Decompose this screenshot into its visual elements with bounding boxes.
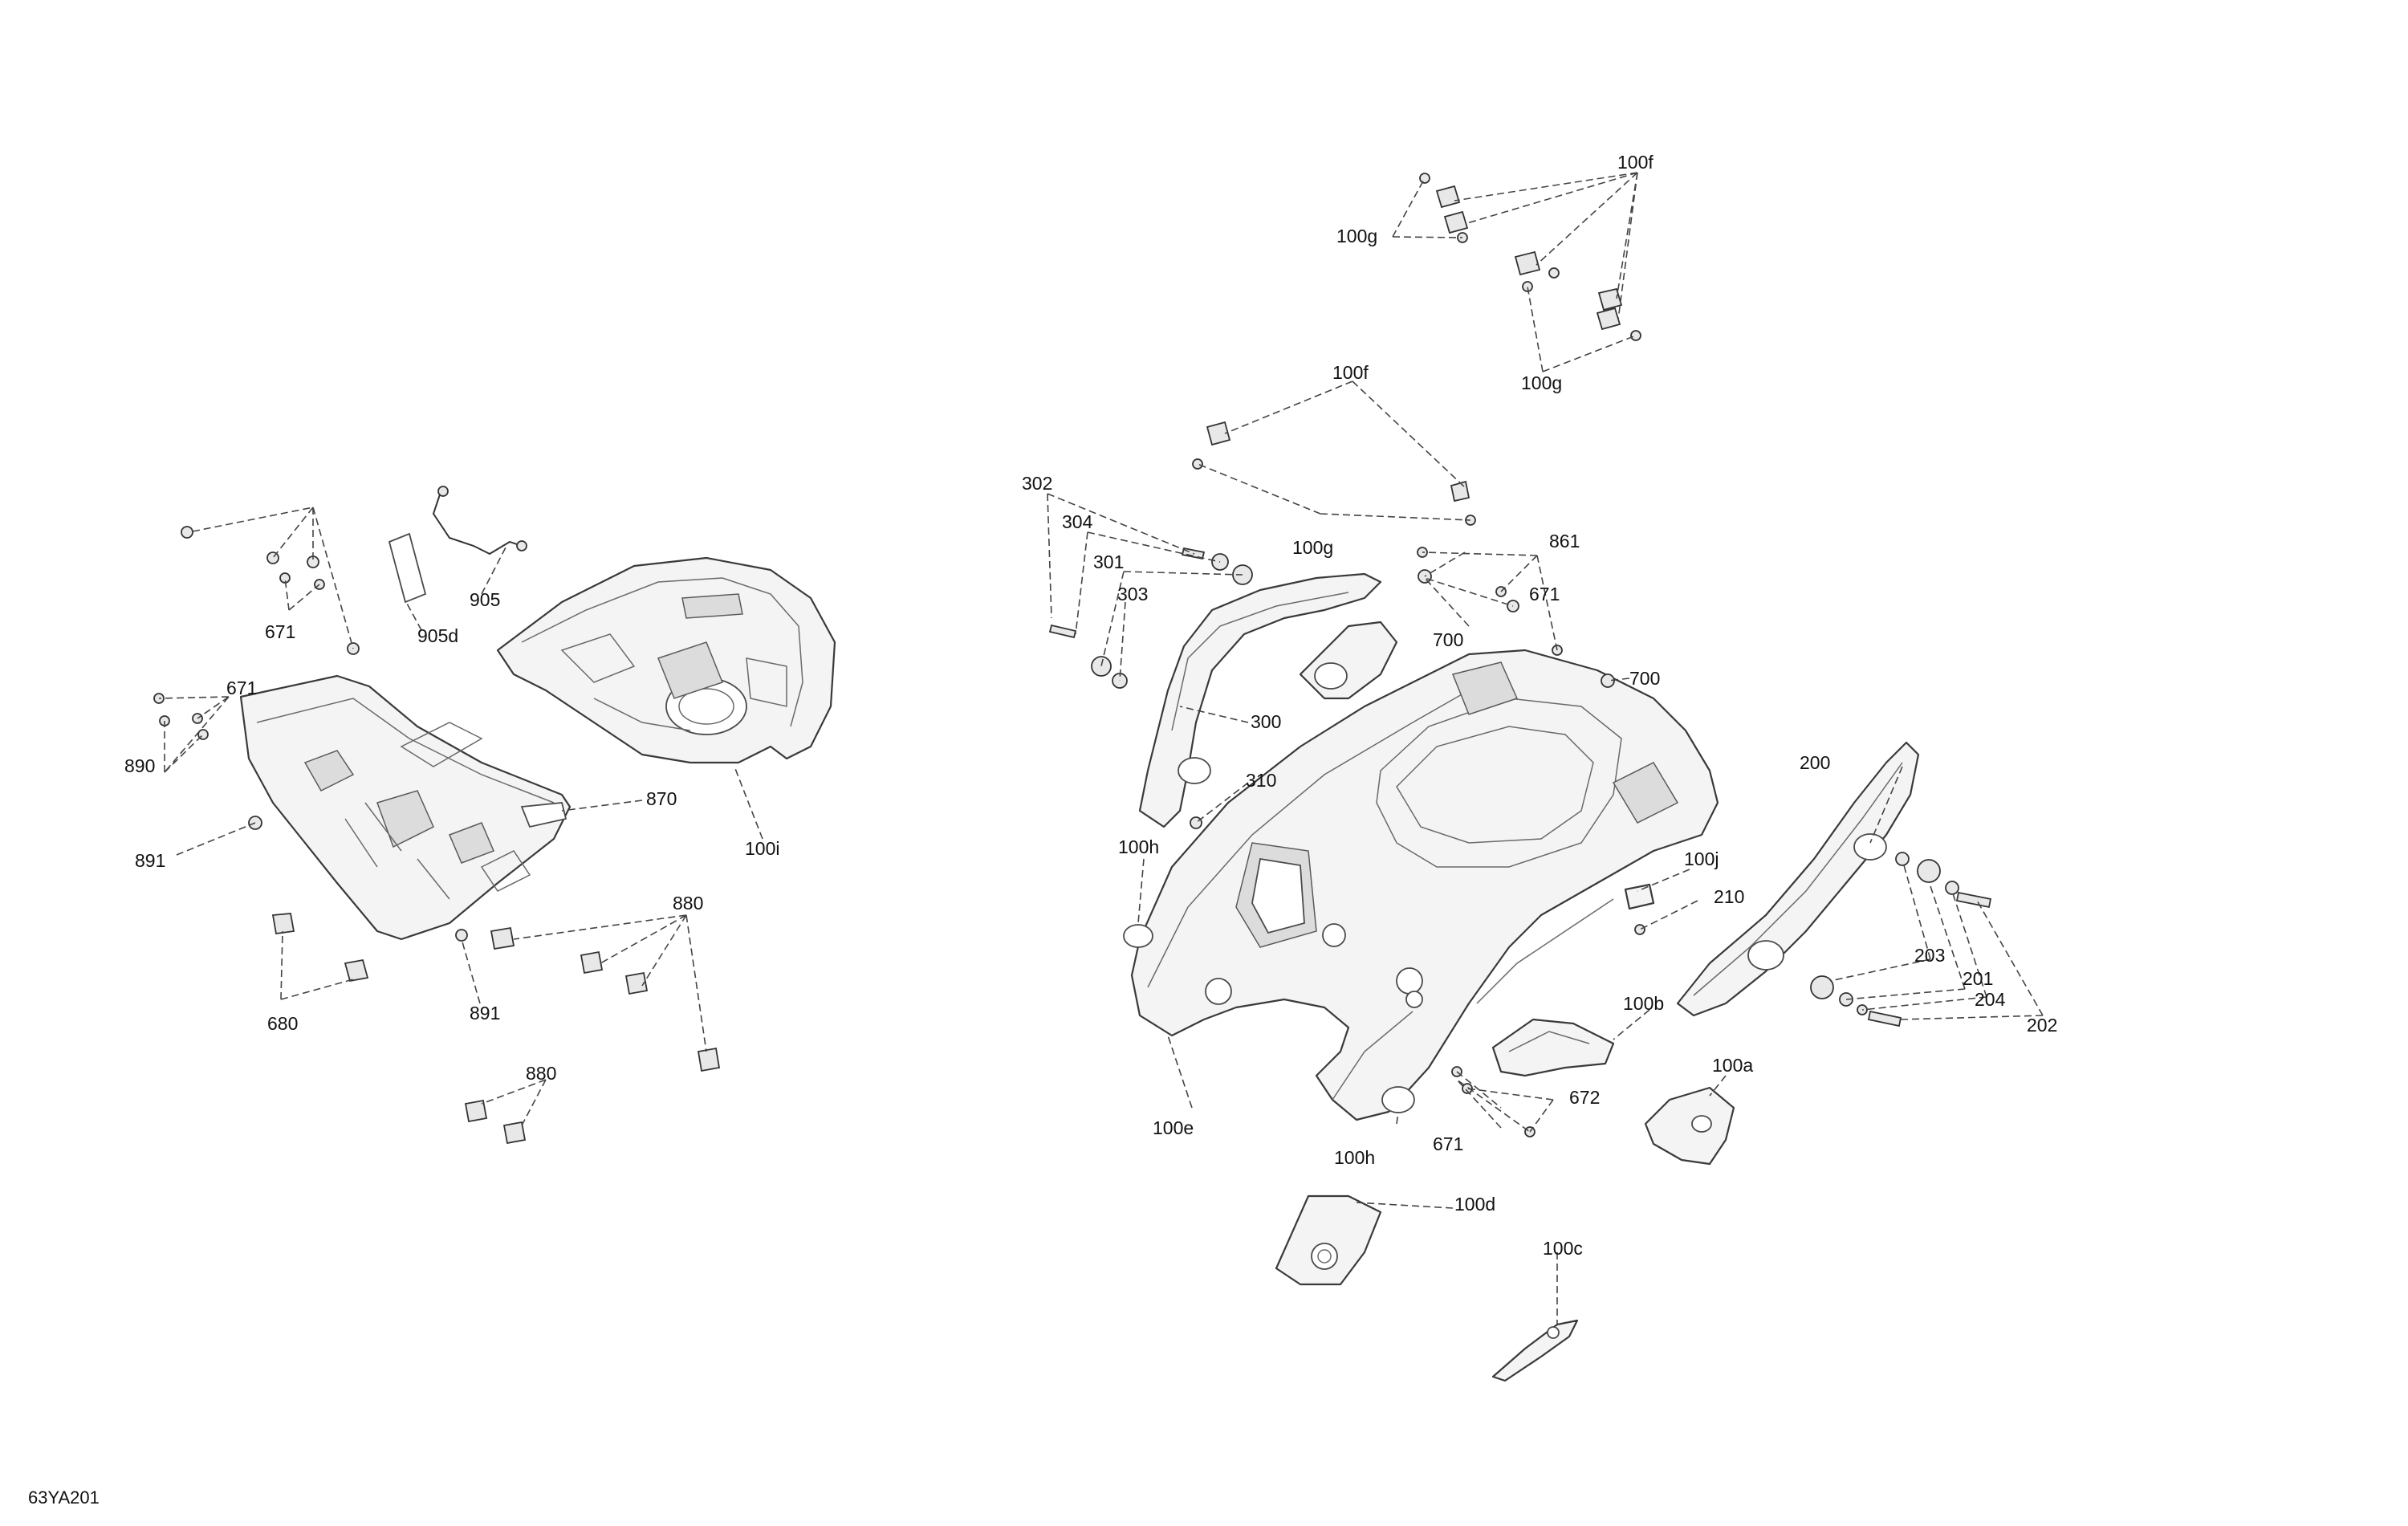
- callout-100e: 100e: [1153, 1117, 1194, 1138]
- right-leader-lines: [1047, 172, 2044, 1325]
- callout-100a: 100a: [1712, 1055, 1753, 1076]
- callout-671-bottom: 671: [1433, 1133, 1463, 1154]
- callout-891-lower: 891: [470, 1003, 500, 1023]
- left-leader-lines: [158, 507, 763, 1126]
- clips-100f-100g-top: [1192, 173, 1641, 526]
- callout-100h-lower: 100h: [1334, 1147, 1375, 1168]
- callout-203: 203: [1914, 945, 1945, 966]
- part-870-console-pan: [239, 674, 571, 941]
- callout-870: 870: [646, 788, 677, 809]
- callout-100c: 100c: [1543, 1238, 1583, 1259]
- callout-300: 300: [1251, 711, 1281, 732]
- part-100i-rear-storage-body: [496, 556, 836, 764]
- callout-880-upper: 880: [673, 893, 703, 914]
- callout-890: 890: [124, 755, 155, 776]
- callout-905: 905: [470, 589, 500, 610]
- part-100j-cap: [1624, 883, 1655, 910]
- part-300-grab-rail-left: [1138, 572, 1398, 828]
- callout-204: 204: [1975, 989, 2006, 1010]
- callout-672: 672: [1569, 1087, 1600, 1108]
- callout-202: 202: [2027, 1015, 2057, 1036]
- part-100h-bumpers: [1123, 924, 1415, 1113]
- callout-100h-upper: 100h: [1118, 836, 1159, 857]
- part-100e-rear-body: [1130, 649, 1719, 1121]
- part-905-harness: [432, 486, 527, 555]
- part-100a-cover: [1644, 1086, 1735, 1166]
- callout-201: 201: [1963, 968, 1993, 989]
- left-fasteners: [153, 526, 721, 1145]
- part-100c-trim: [1491, 1319, 1579, 1382]
- callout-100j: 100j: [1684, 848, 1719, 869]
- callout-200: 200: [1800, 752, 1830, 773]
- part-100b-bracket: [1491, 1018, 1615, 1077]
- callout-700-left: 700: [1433, 629, 1463, 650]
- callout-891-left: 891: [135, 850, 165, 871]
- callout-700-right: 700: [1629, 668, 1660, 689]
- callout-100g-mid: 100g: [1292, 537, 1333, 558]
- callout-680: 680: [267, 1013, 298, 1034]
- callout-304: 304: [1062, 511, 1093, 532]
- callout-100b: 100b: [1623, 993, 1664, 1014]
- callout-861: 861: [1549, 531, 1580, 551]
- callout-671-left-mid: 671: [226, 678, 257, 698]
- callout-100i: 100i: [745, 838, 779, 859]
- callout-301: 301: [1093, 551, 1124, 572]
- callout-100g-top-right: 100g: [1521, 372, 1562, 393]
- callout-671-right: 671: [1529, 584, 1560, 604]
- figure-reference: 63YA201: [28, 1487, 100, 1508]
- callout-671-left-top: 671: [265, 621, 295, 642]
- callout-310: 310: [1246, 770, 1276, 791]
- callout-880-lower: 880: [526, 1063, 556, 1084]
- part-100d-access-panel: [1275, 1194, 1382, 1286]
- part-905d-label: [388, 532, 427, 604]
- part-200-grab-rail-right: [1676, 741, 1920, 1017]
- callout-100f-top: 100f: [1617, 152, 1653, 173]
- callout-303: 303: [1117, 584, 1148, 604]
- callout-905d: 905d: [417, 625, 458, 646]
- callout-210: 210: [1714, 886, 1744, 907]
- callout-labels: 100f 100g 100g 100f 100g 302 304 301 303…: [28, 152, 2057, 1508]
- callout-100f-mid: 100f: [1332, 362, 1369, 383]
- callout-100g-top-left: 100g: [1336, 226, 1377, 246]
- callout-100d: 100d: [1454, 1194, 1495, 1215]
- callout-302: 302: [1022, 473, 1052, 494]
